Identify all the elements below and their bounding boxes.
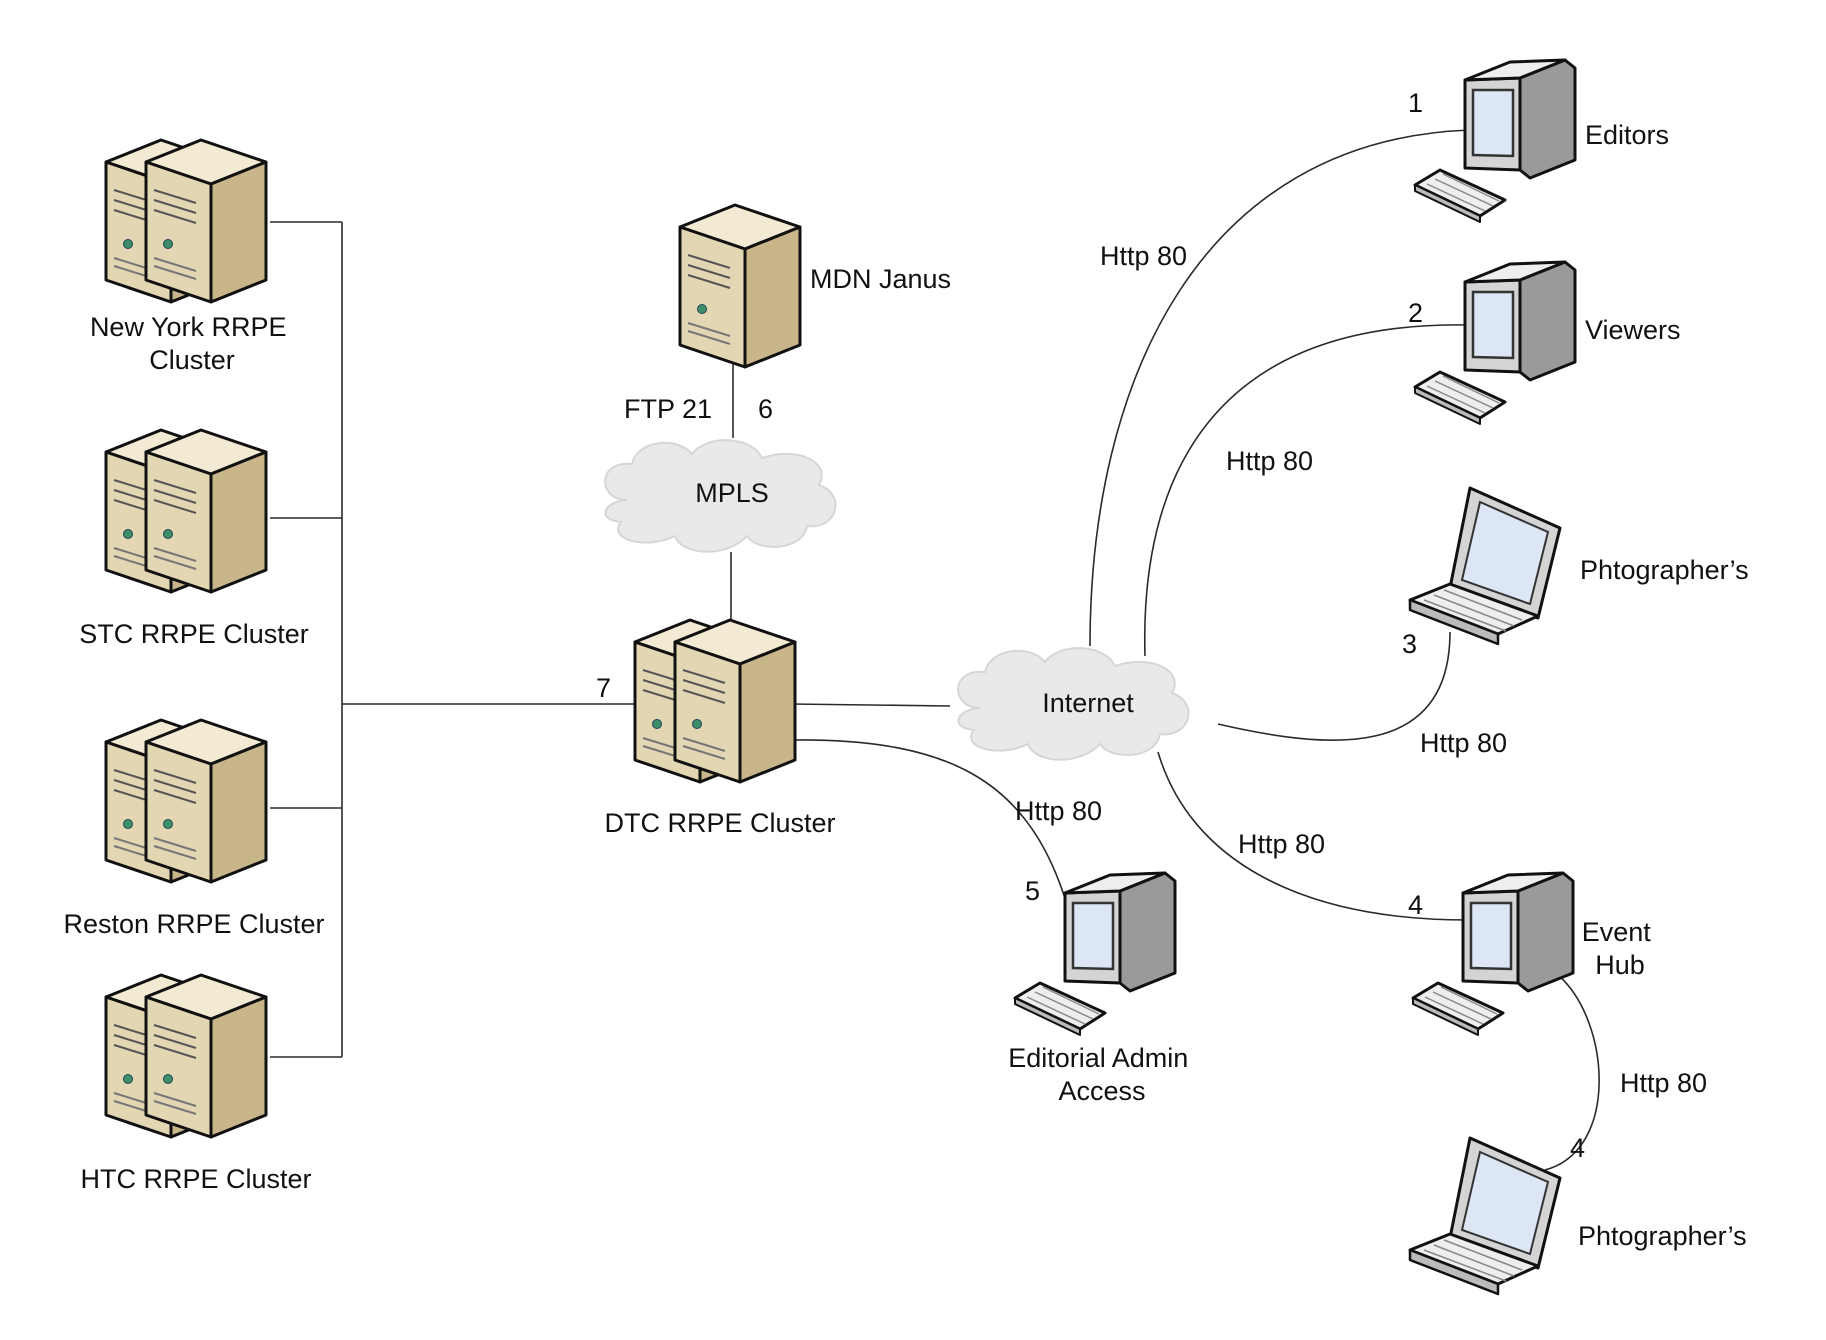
viewers-desktop-icon bbox=[1413, 260, 1577, 426]
ftp-protocol-label: FTP 21 bbox=[624, 394, 712, 424]
new-york-label-line1: New York RRPE bbox=[90, 312, 287, 342]
reston-server-icon bbox=[106, 720, 266, 882]
stc-label: STC RRPE Cluster bbox=[79, 619, 309, 649]
editorial-admin-label-line2: Access bbox=[1058, 1076, 1145, 1106]
mpls-label: MPLS bbox=[695, 478, 769, 508]
link-internet-event-hub bbox=[1157, 751, 1469, 921]
photographers-bottom-link-number: 4 bbox=[1570, 1133, 1585, 1163]
event-hub-link-number: 4 bbox=[1408, 890, 1423, 920]
new-york-server-icon bbox=[106, 140, 266, 302]
editors-link-number: 1 bbox=[1408, 88, 1423, 118]
editorial-admin-link-number: 5 bbox=[1025, 876, 1040, 906]
photographers-bottom-laptop-icon bbox=[1408, 1136, 1562, 1296]
event-hub-label: Event Hub bbox=[1582, 917, 1659, 980]
mdn-janus-label: MDN Janus bbox=[810, 264, 951, 294]
photographers-top-link-number: 3 bbox=[1402, 629, 1417, 659]
event-hub-label-line1: Event bbox=[1582, 917, 1652, 947]
viewers-protocol-label: Http 80 bbox=[1226, 446, 1313, 476]
photographers-bottom-label: Phtographer’s bbox=[1578, 1221, 1747, 1251]
viewers-link-number: 2 bbox=[1408, 298, 1423, 328]
link-dtc-admin bbox=[789, 739, 1069, 909]
editors-protocol-label: Http 80 bbox=[1100, 241, 1187, 271]
reston-label: Reston RRPE Cluster bbox=[63, 909, 324, 939]
internet-label: Internet bbox=[1042, 688, 1134, 718]
htc-server-icon bbox=[106, 975, 266, 1137]
event-hub-desktop-icon bbox=[1411, 871, 1575, 1037]
photographers-bottom-protocol-label: Http 80 bbox=[1620, 1068, 1707, 1098]
link-dtc-internet bbox=[789, 703, 951, 707]
photographers-top-laptop-icon bbox=[1408, 486, 1562, 646]
photographers-top-protocol-label: Http 80 bbox=[1420, 728, 1507, 758]
link-internet-editors bbox=[1089, 129, 1471, 647]
new-york-label-line2: Cluster bbox=[149, 345, 235, 375]
link-eventhub-photographers-bottom bbox=[1544, 974, 1600, 1171]
mdn-janus-server-icon bbox=[678, 203, 802, 369]
event-hub-label-line2: Hub bbox=[1595, 950, 1645, 980]
viewers-label: Viewers bbox=[1585, 315, 1681, 345]
link-internet-viewers bbox=[1143, 324, 1471, 657]
stc-server-icon bbox=[106, 430, 266, 592]
editorial-admin-label-line1: Editorial Admin bbox=[1008, 1043, 1188, 1073]
ftp-link-number: 6 bbox=[758, 394, 773, 424]
editors-desktop-icon bbox=[1413, 58, 1577, 224]
editorial-admin-protocol-label: Http 80 bbox=[1015, 796, 1102, 826]
event-hub-protocol-label: Http 80 bbox=[1238, 829, 1325, 859]
new-york-label: New York RRPE Cluster bbox=[90, 312, 294, 375]
dtc-link-number: 7 bbox=[596, 673, 611, 703]
htc-label: HTC RRPE Cluster bbox=[80, 1164, 311, 1194]
editorial-admin-label: Editorial Admin Access bbox=[1008, 1043, 1196, 1106]
editors-label: Editors bbox=[1585, 120, 1669, 150]
dtc-label: DTC RRPE Cluster bbox=[604, 808, 835, 838]
link-internet-photographers-top bbox=[1217, 631, 1451, 741]
dtc-server-icon bbox=[635, 620, 795, 782]
photographers-top-label: Phtographer’s bbox=[1580, 555, 1749, 585]
